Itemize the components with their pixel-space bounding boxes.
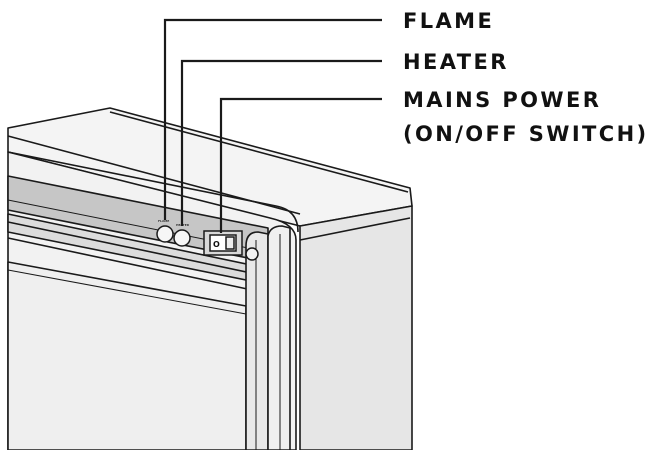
edge-control-knob: [245, 247, 259, 261]
lower-panel-highlight: [7, 269, 247, 315]
lower-front-panel: [7, 261, 247, 450]
right-side-panel: [299, 205, 413, 450]
top-surface-rear-edge: [109, 111, 409, 193]
leader-lines: [163, 18, 382, 233]
trim-pillar-right: [267, 225, 291, 450]
side-panel-trim: [299, 217, 411, 241]
controls: FLAME HEATER O: [156, 219, 259, 261]
flame-panel-label: FLAME: [158, 219, 169, 223]
front-ledge-line-1: [7, 221, 257, 275]
mains-power-leader-line: [219, 97, 382, 233]
flame-indicator-light: [156, 225, 174, 243]
on-off-switch-callout-label: (ON/OFF SWITCH): [403, 122, 645, 146]
top-front-lip: [7, 151, 299, 233]
appliance-body: [7, 107, 413, 450]
heater-leader-line: [180, 59, 382, 226]
flame-callout-label: FLAME: [403, 9, 494, 33]
mains-power-rocker-button: [225, 236, 235, 250]
switch-off-symbol: O: [213, 240, 220, 249]
callout-labels: FLAME HEATER MAINS POWER (ON/OFF SWITCH): [403, 9, 645, 146]
flame-leader-line: [163, 18, 382, 220]
heater-callout-label: HEATER: [403, 50, 509, 74]
trim-pillar-left: [245, 231, 269, 450]
heater-indicator-light: [173, 229, 191, 247]
mains-power-callout-label: MAINS POWER: [403, 88, 601, 112]
front-ledge-line-2: [7, 237, 253, 291]
